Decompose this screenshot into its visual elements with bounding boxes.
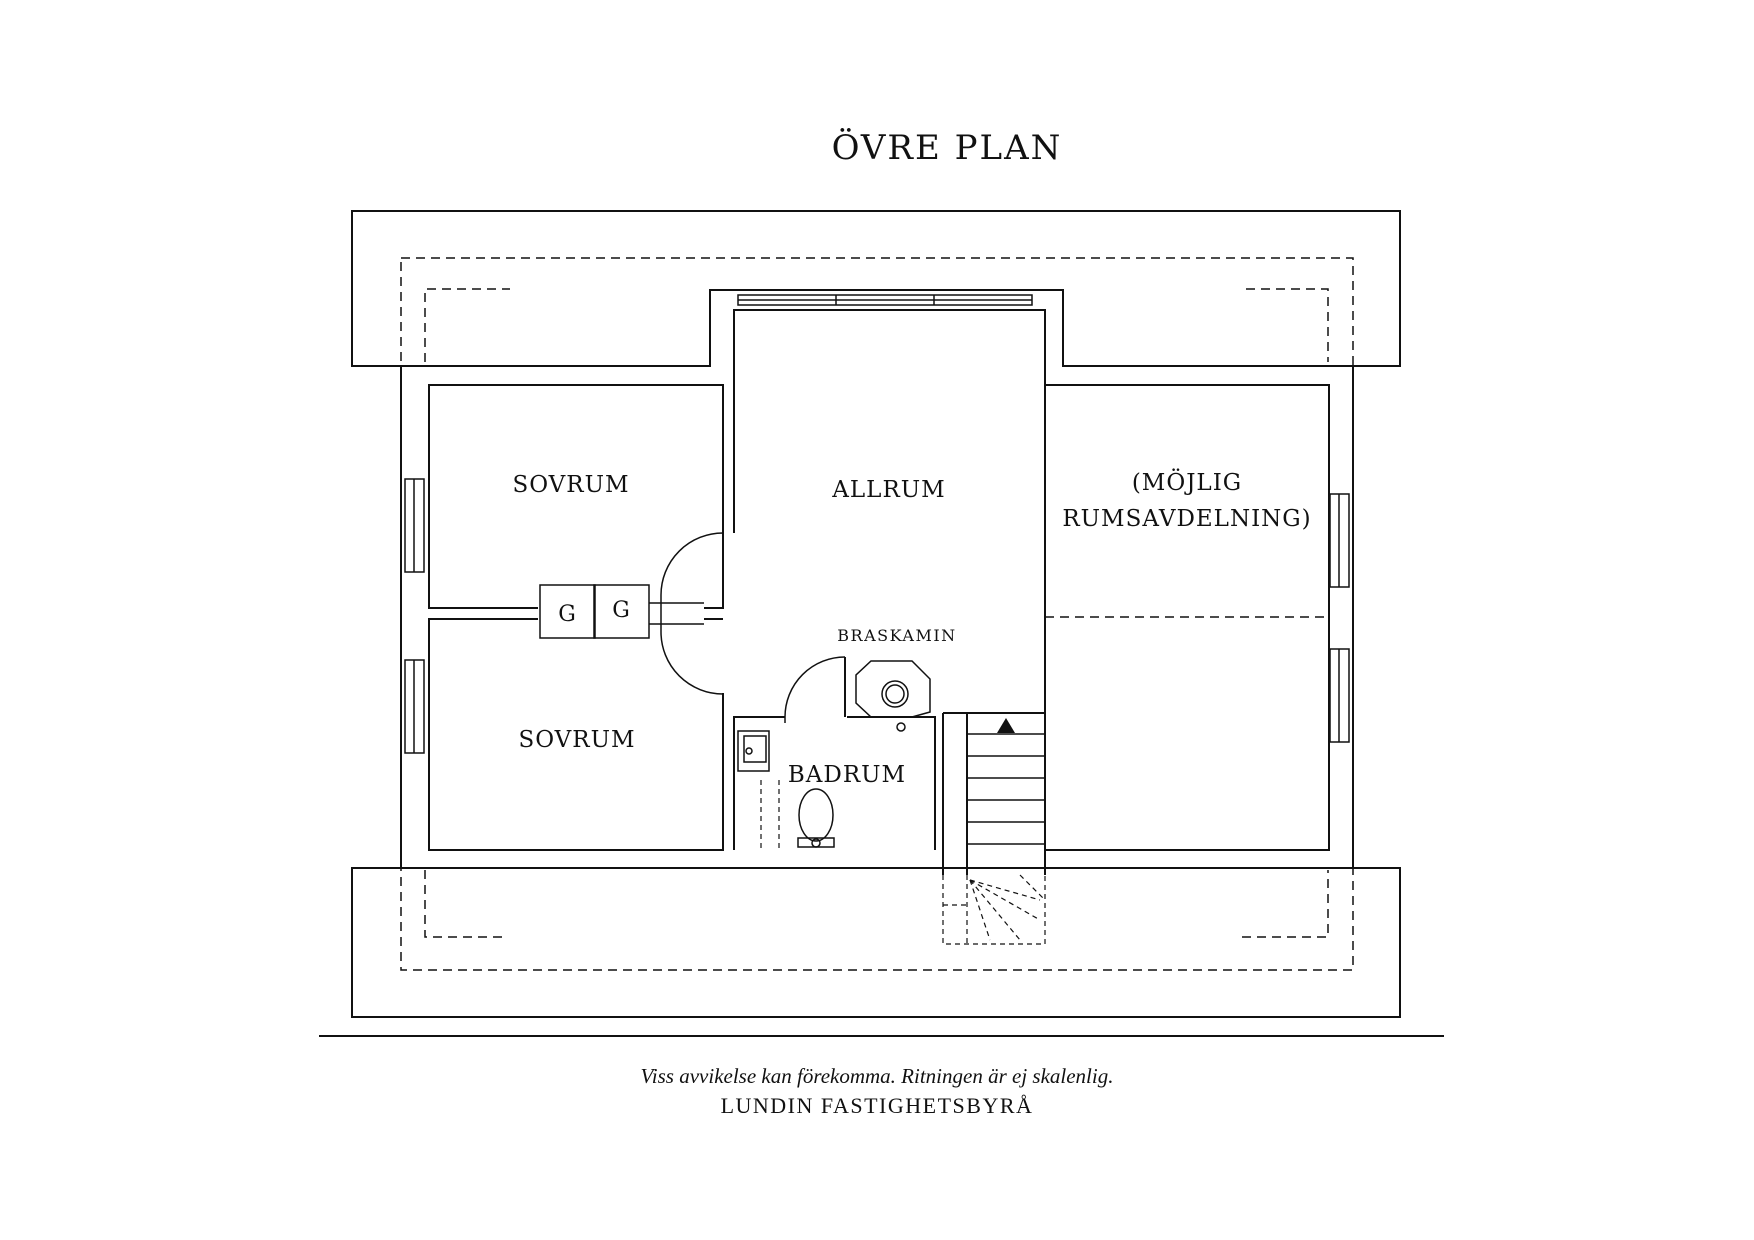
closet-2 xyxy=(593,584,650,639)
fixture-label-braskamin: BRASKAMIN xyxy=(837,626,956,645)
closet-1 xyxy=(539,584,596,639)
stair-treads xyxy=(967,733,1045,845)
room-label-sovrum-bottom: SOVRUM xyxy=(518,727,635,753)
door-badrum xyxy=(784,656,846,718)
stair-direction-arrow-icon xyxy=(997,718,1015,733)
room-label-sovrum-top: SOVRUM xyxy=(512,472,629,498)
braskamin xyxy=(855,660,931,718)
door-sovrum-bottom xyxy=(660,631,724,695)
closet-1-label: G xyxy=(558,602,576,627)
room-label-badrum: BADRUM xyxy=(788,762,906,788)
corner-marker-bl xyxy=(424,870,505,938)
room-label-allrum: ALLRUM xyxy=(831,477,945,503)
sink-drain xyxy=(745,747,753,755)
corner-marker-br xyxy=(1242,870,1329,938)
stair-walls xyxy=(942,713,1046,875)
door-sovrum-top xyxy=(660,532,724,596)
roof-top xyxy=(351,210,1401,367)
stair-winders xyxy=(942,874,1046,945)
disclaimer-note: Viss avvikelse kan förekomma. Ritningen … xyxy=(640,1064,1114,1088)
room-label-mojlig-1: (MÖJLIG xyxy=(1132,469,1242,496)
toilet-flush xyxy=(811,838,821,848)
right-room-walls xyxy=(1045,384,1330,851)
corridor-stub xyxy=(704,607,723,620)
braskamin-flue-inner xyxy=(885,684,905,704)
brand-name: LUNDIN FASTIGHETSBYRÅ xyxy=(720,1093,1034,1118)
sovrum-bottom-walls xyxy=(428,618,724,851)
corner-marker-tl xyxy=(424,288,510,362)
plan-title: ÖVRE PLAN xyxy=(832,127,1063,168)
corner-marker-tr xyxy=(1246,288,1329,362)
sink-basin xyxy=(743,735,767,763)
tap-icon xyxy=(896,722,906,732)
eave-outline xyxy=(400,257,1354,971)
room-label-mojlig-2: RUMSAVDELNING) xyxy=(1062,506,1311,532)
badrum-walls xyxy=(733,657,936,850)
braskamin-flue xyxy=(881,680,909,708)
closet-2-label: G xyxy=(612,598,630,623)
toilet-bowl xyxy=(798,788,834,842)
allrum-walls xyxy=(733,309,1046,720)
sink xyxy=(737,730,770,772)
roof-bottom xyxy=(351,867,1401,1018)
